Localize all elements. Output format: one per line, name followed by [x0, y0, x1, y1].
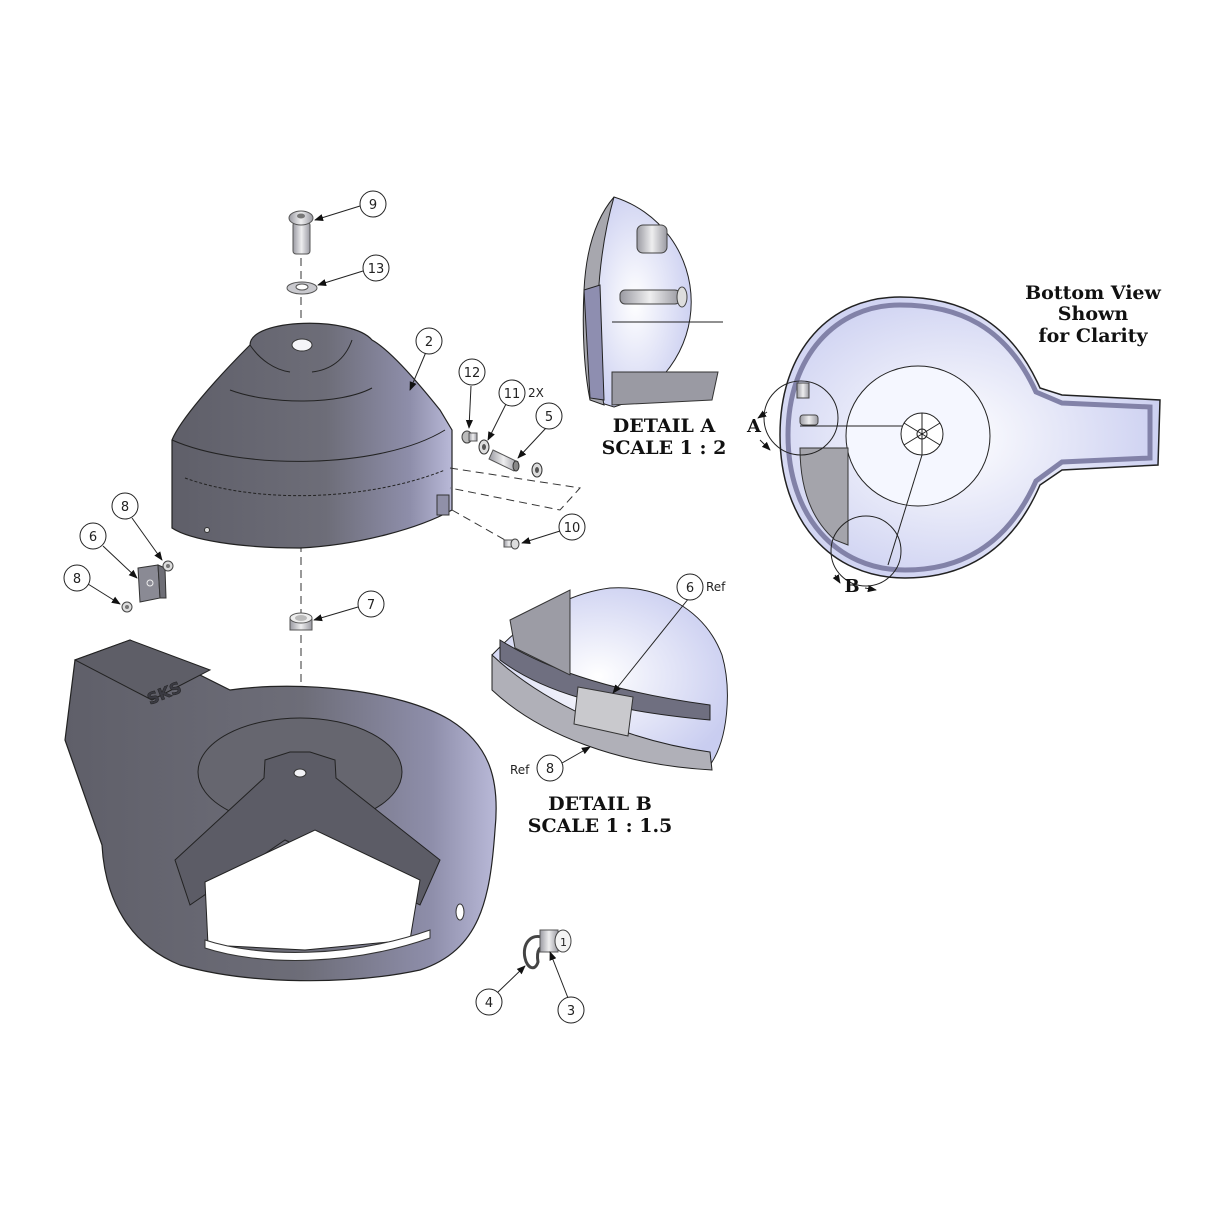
balloon-10-label: 10	[564, 521, 581, 536]
detail-b-view[interactable]	[491, 587, 728, 771]
balloon-3-label: 3	[567, 1004, 575, 1019]
balloon-11-quantity-note: 2X	[528, 386, 544, 400]
detail-b-balloon-8-label: 8	[546, 762, 554, 777]
detail-markers	[757, 410, 877, 593]
balloon-2-label: 2	[425, 335, 433, 350]
part-8-screw-top[interactable]	[162, 560, 174, 572]
detail-a-view[interactable]	[582, 196, 723, 408]
balloon-13-label: 13	[368, 262, 385, 277]
leader-lines	[87, 205, 569, 999]
part-8-screw-bottom[interactable]	[121, 601, 133, 613]
screw-10-dashed-path	[451, 509, 506, 541]
part-1-base-housing[interactable]: SKS	[64, 639, 497, 982]
balloon-13[interactable]: 13	[362, 254, 390, 282]
balloon-9[interactable]: 9	[359, 190, 387, 218]
bottom-view-caption-line2: Shown	[1058, 303, 1129, 325]
part-4-latch[interactable]	[522, 935, 549, 970]
part-13-washer[interactable]	[286, 281, 318, 295]
detail-b-balloon-6-ref[interactable]: 6 Ref	[676, 573, 726, 601]
part-3-lock-cylinder[interactable]: 1	[539, 929, 572, 953]
part-10-screw[interactable]	[503, 538, 520, 550]
balloon-11-label: 11	[504, 387, 521, 402]
detail-marker-a[interactable]: A	[746, 416, 762, 437]
bottom-view-caption-line1: Bottom View	[1025, 282, 1161, 304]
balloon-10[interactable]: 10	[558, 513, 586, 541]
part-6-bracket[interactable]	[137, 564, 167, 603]
balloon-8-lower-label: 8	[73, 572, 81, 587]
svg-text:1: 1	[560, 936, 567, 949]
balloon-9-label: 9	[369, 198, 377, 213]
balloon-7-label: 7	[367, 598, 375, 613]
balloon-4[interactable]: 4	[475, 988, 503, 1016]
detail-b-balloon-8-ref[interactable]: 8 Ref	[510, 754, 564, 782]
part-9-screw[interactable]	[288, 210, 314, 255]
balloon-2[interactable]: 2	[415, 327, 443, 355]
detail-b-scale: SCALE 1 : 1.5	[528, 815, 673, 837]
balloon-6[interactable]: 6	[79, 522, 107, 550]
part-2-upper-cover[interactable]	[171, 322, 453, 549]
balloon-7[interactable]: 7	[357, 590, 385, 618]
detail-b-title: DETAIL B	[548, 793, 652, 815]
balloon-8-lower[interactable]: 8	[63, 564, 91, 592]
balloon-5[interactable]: 5	[535, 402, 563, 430]
balloon-12-label: 12	[464, 366, 481, 381]
balloon-8-upper-label: 8	[121, 500, 129, 515]
part-5-spacer[interactable]	[488, 449, 520, 472]
detail-marker-b[interactable]: B	[844, 576, 859, 597]
detail-b-balloon-6-ref-note: Ref	[706, 580, 726, 594]
balloon-8-upper[interactable]: 8	[111, 492, 139, 520]
balloon-11[interactable]: 11 2X	[498, 379, 544, 407]
bottom-view-caption-line3: for Clarity	[1038, 325, 1148, 347]
balloon-12[interactable]: 12	[458, 358, 486, 386]
balloon-3[interactable]: 3	[557, 996, 585, 1024]
detail-a-title: DETAIL A	[613, 415, 716, 437]
detail-b-leaders	[561, 597, 690, 764]
part-11-washer[interactable]	[478, 439, 543, 478]
balloon-6-label: 6	[89, 530, 97, 545]
balloon-5-label: 5	[545, 410, 553, 425]
detail-b-balloon-8-ref-note: Ref	[510, 763, 530, 777]
hardware-dashed-path	[449, 467, 581, 511]
balloon-4-label: 4	[485, 996, 493, 1011]
part-7-bushing[interactable]	[289, 612, 313, 631]
part-12-screw[interactable]	[461, 430, 478, 444]
detail-b-balloon-6-label: 6	[686, 581, 694, 596]
detail-a-scale: SCALE 1 : 2	[602, 437, 727, 459]
bottom-view[interactable]	[763, 296, 1161, 587]
